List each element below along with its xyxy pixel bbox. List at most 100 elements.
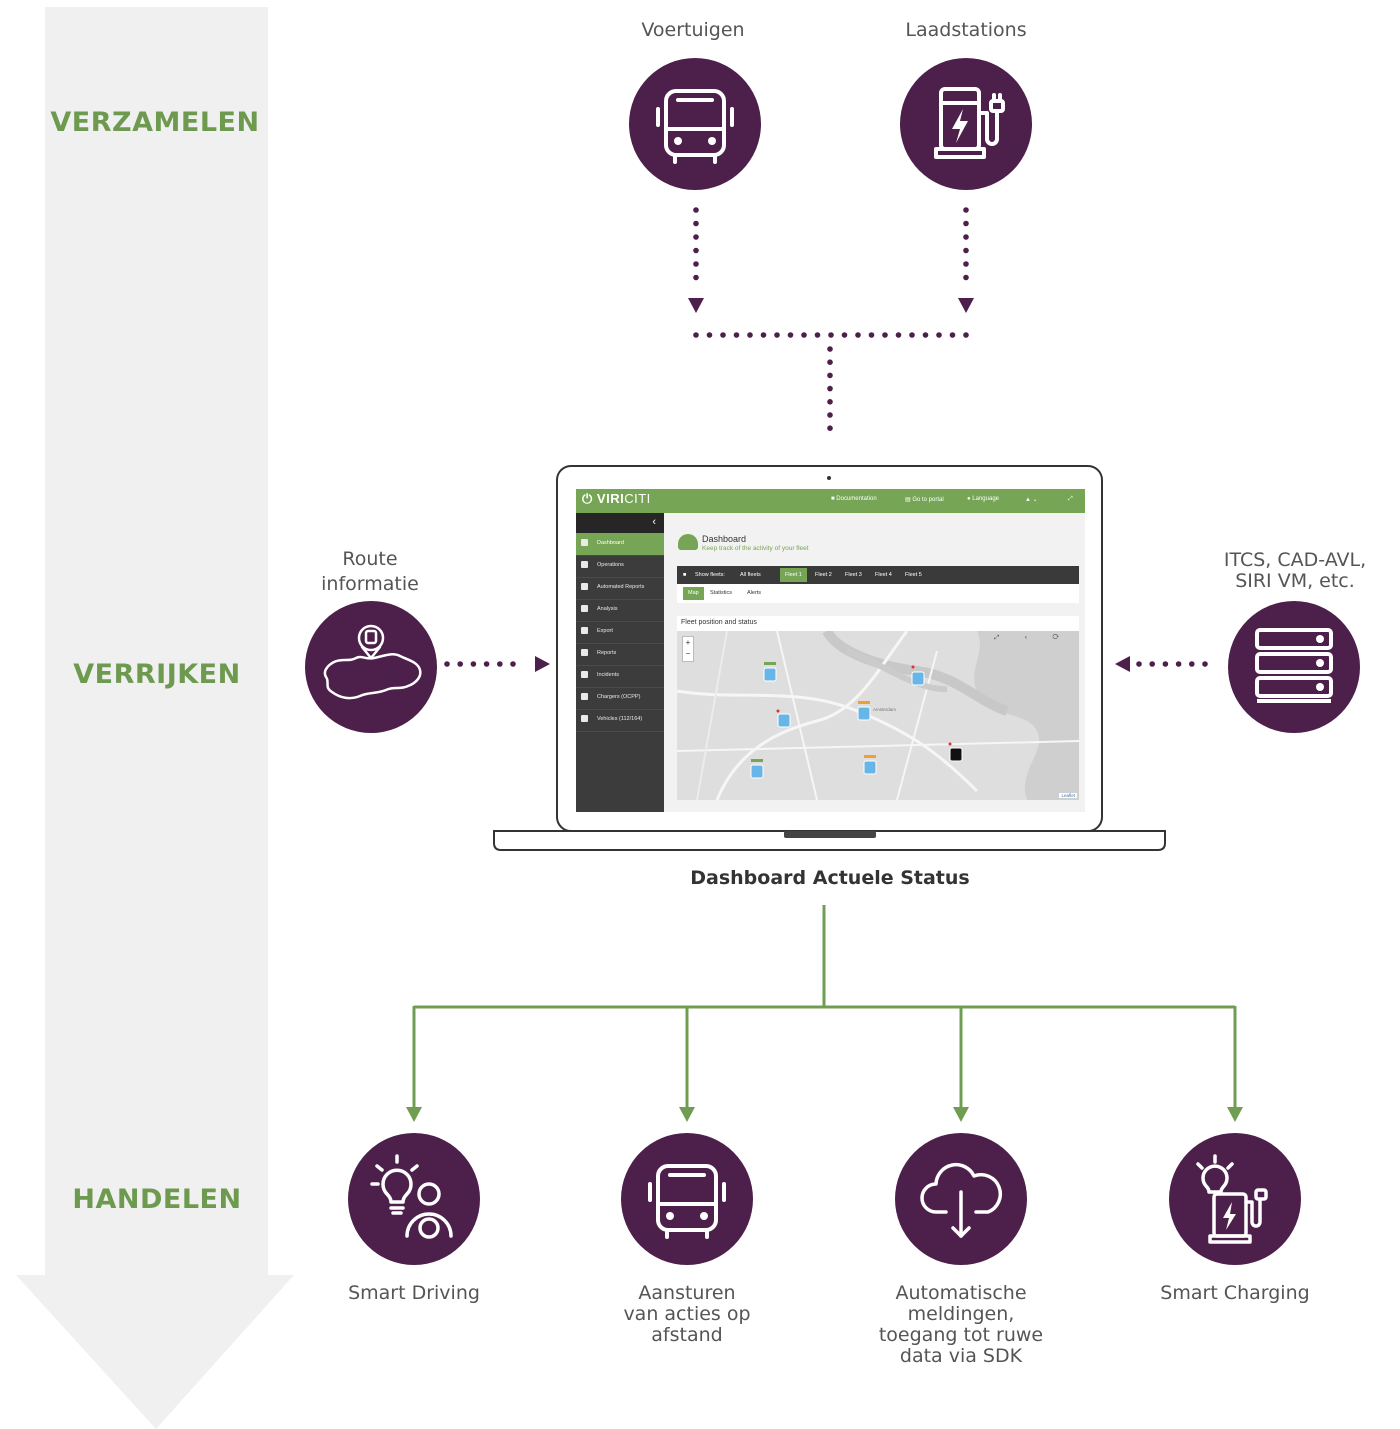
- connector-dot: [963, 234, 969, 240]
- connector-dot: [828, 332, 834, 338]
- fleet-map[interactable]: + − ⤢ ‹ ⟳ Amsterdam: [677, 631, 1079, 800]
- fullscreen-icon[interactable]: ⤢: [1068, 496, 1073, 502]
- output-label-notifications-sdk-line: meldingen,: [907, 1303, 1015, 1325]
- output-label-smart-charging: Smart Charging: [1125, 1283, 1345, 1304]
- nav-language[interactable]: ● Language: [967, 496, 999, 502]
- connector-dot: [922, 332, 929, 338]
- sidebar-item-label: Dashboard: [597, 540, 624, 546]
- fleet-filter-fleet-3[interactable]: Fleet 3: [845, 572, 862, 578]
- sidebar-item-dashboard[interactable]: Dashboard: [576, 533, 664, 556]
- connector-dot: [693, 234, 699, 240]
- sidebar-item-icon: [581, 649, 588, 656]
- nav-documentation[interactable]: ■ Documentation: [831, 496, 877, 502]
- zoom-control[interactable]: + −: [682, 636, 694, 662]
- connector-dot: [963, 247, 969, 254]
- sidebar-item-vehicles-112-164[interactable]: Vehicles (112/164): [576, 709, 664, 732]
- source-label-systems-line1: ITCS, CAD-AVL,: [1223, 549, 1367, 571]
- connector-dot: [457, 661, 464, 667]
- dashboard-title: Dashboard: [702, 534, 747, 544]
- sidebar-item-icon: [581, 627, 588, 634]
- connector-dot: [827, 385, 833, 392]
- tab-map[interactable]: Map: [688, 590, 699, 596]
- connector-dot: [963, 261, 969, 267]
- connector-dot: [693, 247, 699, 254]
- bus-markers: [750, 662, 963, 779]
- dashboard-main: Dashboard Keep track of the activity of …: [664, 513, 1085, 812]
- source-label-chargers: Laadstations: [905, 19, 1027, 41]
- tab-active-highlight: [683, 587, 704, 600]
- connector-dot: [963, 207, 969, 213]
- source-label-route: Route informatie: [260, 547, 480, 597]
- connector-dot: [483, 661, 490, 667]
- connector-dot: [470, 661, 477, 667]
- sidebar-item-label: Operations: [597, 562, 624, 568]
- dashboard-subtitle: Keep track of the activity of your fleet: [702, 545, 809, 552]
- arrow-head-right: [535, 656, 550, 672]
- dashboard-tabs: Map Statistics Alerts: [677, 584, 1079, 603]
- connector-dot: [868, 332, 875, 338]
- center-caption: Dashboard Actuele Status: [690, 867, 970, 889]
- arrow-head-left: [1115, 656, 1130, 672]
- map-tools[interactable]: ⤢ ‹ ⟳: [994, 635, 1071, 641]
- sidebar-item-reports[interactable]: Reports: [576, 643, 664, 666]
- sidebar-item-icon: [581, 715, 588, 722]
- sidebar-item-analysis[interactable]: Analysis: [576, 599, 664, 622]
- source-label-route-line2: informatie: [321, 573, 419, 595]
- sidebar-item-incidents[interactable]: Incidents: [576, 665, 664, 688]
- output-label-notifications-sdk-line: toegang tot ruwe: [878, 1324, 1044, 1346]
- connector-dot: [774, 332, 780, 338]
- tab-alerts[interactable]: Alerts: [747, 590, 762, 596]
- fleet-filter-fleet-2[interactable]: Fleet 2: [815, 572, 832, 578]
- connector-dot: [827, 399, 833, 405]
- connector-dot: [720, 332, 726, 338]
- connector-dot: [693, 332, 699, 338]
- connector-dot: [1136, 661, 1142, 667]
- stage-label-collect: VERZAMELEN: [50, 107, 260, 138]
- map-attribution[interactable]: Leaflet: [1059, 793, 1077, 798]
- tab-statistics[interactable]: Statistics: [710, 590, 733, 596]
- driver-idea-icon: [348, 1133, 480, 1265]
- stage-label-act: HANDELEN: [72, 1184, 242, 1215]
- connector-dot: [444, 661, 450, 667]
- sidebar-item-operations[interactable]: Operations: [576, 555, 664, 578]
- bus-marker-selected: [949, 747, 963, 762]
- map-place-label: Amsterdam: [873, 707, 897, 712]
- sidebar-item-label: Reports: [597, 650, 617, 656]
- zoom-out-button[interactable]: −: [685, 649, 691, 658]
- sidebar-item-export[interactable]: Export: [576, 621, 664, 644]
- user-menu-icon[interactable]: ▲ ⌄: [1025, 497, 1038, 503]
- fleet-filter-fleet-5[interactable]: Fleet 5: [905, 572, 922, 578]
- sidebar-item-label: Export: [597, 628, 613, 634]
- connector-dot: [787, 332, 794, 338]
- zoom-in-button[interactable]: +: [685, 638, 691, 647]
- output-label-notifications-sdk-line: data via SDK: [899, 1345, 1023, 1367]
- connector-dot: [895, 332, 902, 338]
- output-label-notifications-sdk-line: Automatische: [895, 1282, 1027, 1304]
- fleet-filter-fleet-1[interactable]: Fleet 1: [785, 572, 802, 578]
- arrow-head-down: [688, 298, 704, 313]
- connector-dot: [827, 346, 833, 352]
- cloud-download-icon: [895, 1133, 1027, 1265]
- source-label-vehicles: Voertuigen: [641, 19, 745, 41]
- sidebar-item-icon: [581, 539, 588, 546]
- sidebar-collapse-button[interactable]: ‹: [576, 513, 664, 533]
- fleet-filter-all-fleets[interactable]: All fleets: [740, 572, 761, 578]
- output-label-remote-actions-line: Aansturen: [638, 1282, 736, 1304]
- nav-go-to-portal[interactable]: ▤ Go to portal: [905, 497, 944, 503]
- sidebar-item-automated-reports[interactable]: Automated Reports: [576, 577, 664, 600]
- connector-dot: [693, 220, 699, 227]
- fleet-filter-fleet-4[interactable]: Fleet 4: [875, 572, 892, 578]
- sidebar-item-label: Incidents: [597, 672, 620, 678]
- dashboard-topbar: ⏻ VIRICITI ■ Documentation ▤ Go to porta…: [576, 489, 1085, 513]
- sidebar-item-icon: [581, 605, 588, 612]
- connector-dot: [510, 661, 516, 667]
- source-label-systems-line2: SIRI VM, etc.: [1235, 570, 1355, 592]
- sidebar-item-chargers-ocpp[interactable]: Chargers (OCPP): [576, 687, 664, 710]
- connector-dot: [882, 332, 888, 338]
- source-label-route-line1: Route: [342, 548, 398, 570]
